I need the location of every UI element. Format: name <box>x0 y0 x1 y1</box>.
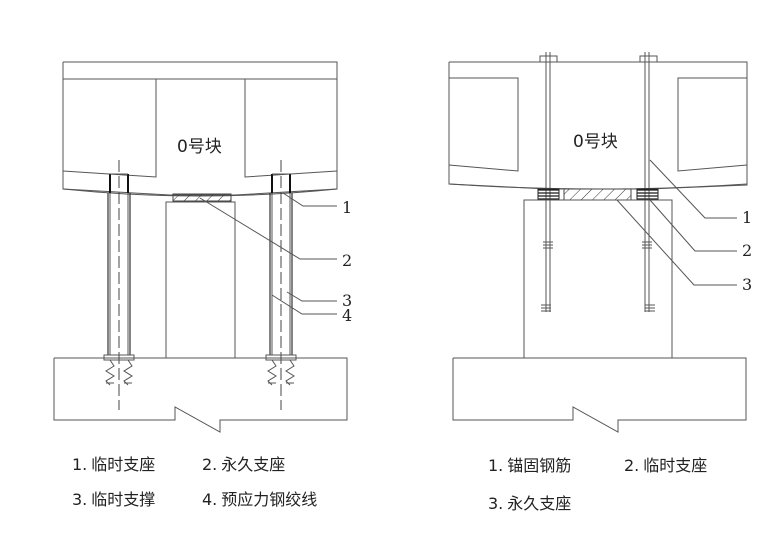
left-girder-block <box>62 61 338 197</box>
legend-item-3: 3.永久支座 <box>488 494 571 513</box>
right-block-label: 0号块 <box>573 132 618 152</box>
left-footing <box>53 357 348 433</box>
right-temp-bearing-left <box>537 188 560 201</box>
callout-3: 3 <box>742 275 752 294</box>
callout-2: 2 <box>742 241 752 260</box>
left-legend: 1.临时支座 2.永久支座 3.临时支撑 4.预应力钢绞线 <box>72 455 317 509</box>
right-anchor-bar-right <box>639 52 658 312</box>
callout-1: 1 <box>742 208 752 227</box>
right-permanent-bearing <box>563 188 632 201</box>
legend-item-2: 2.永久支座 <box>202 455 285 474</box>
legend-item-2: 2.临时支座 <box>624 456 707 475</box>
right-legend: 1.锚固钢筋 2.临时支座 3.永久支座 <box>488 456 707 513</box>
left-pier <box>165 201 236 358</box>
right-anchor-bar-left <box>539 52 558 312</box>
left-block-label: 0号块 <box>177 137 222 157</box>
callout-3: 3 <box>342 291 352 310</box>
left-temp-bearing-right <box>271 173 291 193</box>
callout-2: 2 <box>342 251 352 270</box>
right-diagram: 0号块 <box>448 52 752 513</box>
left-callouts: 1 2 3 4 <box>199 192 352 325</box>
left-temp-bearing-left <box>109 173 129 193</box>
callout-4: 4 <box>342 306 352 325</box>
legend-item-1: 1.临时支座 <box>72 455 155 474</box>
right-temp-bearing-right <box>636 188 659 201</box>
right-callouts: 1 2 3 <box>616 159 752 294</box>
legend-item-3: 3.临时支撑 <box>72 490 155 509</box>
legend-item-4: 4.预应力钢绞线 <box>202 490 317 509</box>
right-footing <box>452 357 747 433</box>
left-permanent-bearing <box>172 193 232 202</box>
callout-1: 1 <box>342 198 352 217</box>
left-temp-support-right <box>265 160 297 410</box>
left-diagram: 0号块 <box>53 61 352 509</box>
left-anchor-springs <box>105 359 295 386</box>
left-temp-support-left <box>103 160 135 410</box>
right-girder-block <box>448 61 748 190</box>
right-pier <box>523 199 673 358</box>
legend-item-1: 1.锚固钢筋 <box>488 456 571 475</box>
